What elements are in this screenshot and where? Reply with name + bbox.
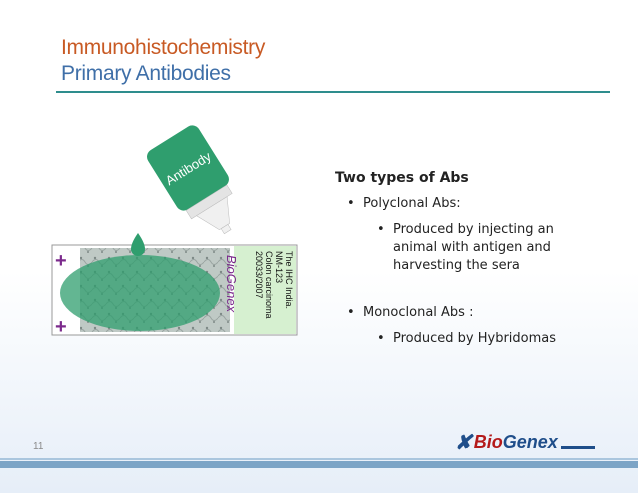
footer-line	[0, 458, 638, 460]
slide-subtitle: Primary Antibodies	[61, 62, 231, 85]
list-item: Polyclonal Abs:	[335, 196, 595, 211]
antibody-slide-illustration: Antibody + + BioGenex The IHC India. NM-…	[51, 125, 298, 338]
slide-label-line: NM-123	[274, 251, 284, 283]
list-subitem: Produced by Hybridomas	[335, 330, 568, 348]
biogenex-logo: ✘ Bio Genex	[455, 430, 595, 455]
plus-icon: +	[55, 316, 67, 338]
logo-underline	[560, 446, 595, 449]
slide-label-line: 20033/2007	[254, 251, 264, 299]
logo-bio: Bio	[473, 432, 503, 452]
list-heading: Two types of Abs	[335, 170, 469, 186]
footer-bar	[0, 461, 638, 468]
antibody-bottle: Antibody	[147, 125, 233, 235]
list-subitem: Produced by injecting an animal with ant…	[335, 221, 568, 275]
page-number: 11	[33, 441, 44, 452]
slide-title: Immunohistochemistry	[61, 36, 266, 59]
antibody-stain-ellipse	[60, 255, 220, 331]
slide-brand: BioGenex	[224, 255, 239, 313]
list-item: Monoclonal Abs :	[335, 305, 595, 320]
antibody-drop	[131, 233, 145, 256]
title-divider	[56, 91, 610, 93]
slide-label-line: The IHC India.	[284, 251, 294, 309]
logo-genex: Genex	[502, 432, 558, 452]
antibody-types-list: Two types of Abs Polyclonal Abs: Produce…	[335, 170, 595, 348]
plus-icon: +	[55, 250, 67, 272]
logo-x-icon: ✘	[455, 432, 472, 454]
slide-label-line: Colon carcinoma	[264, 251, 274, 319]
